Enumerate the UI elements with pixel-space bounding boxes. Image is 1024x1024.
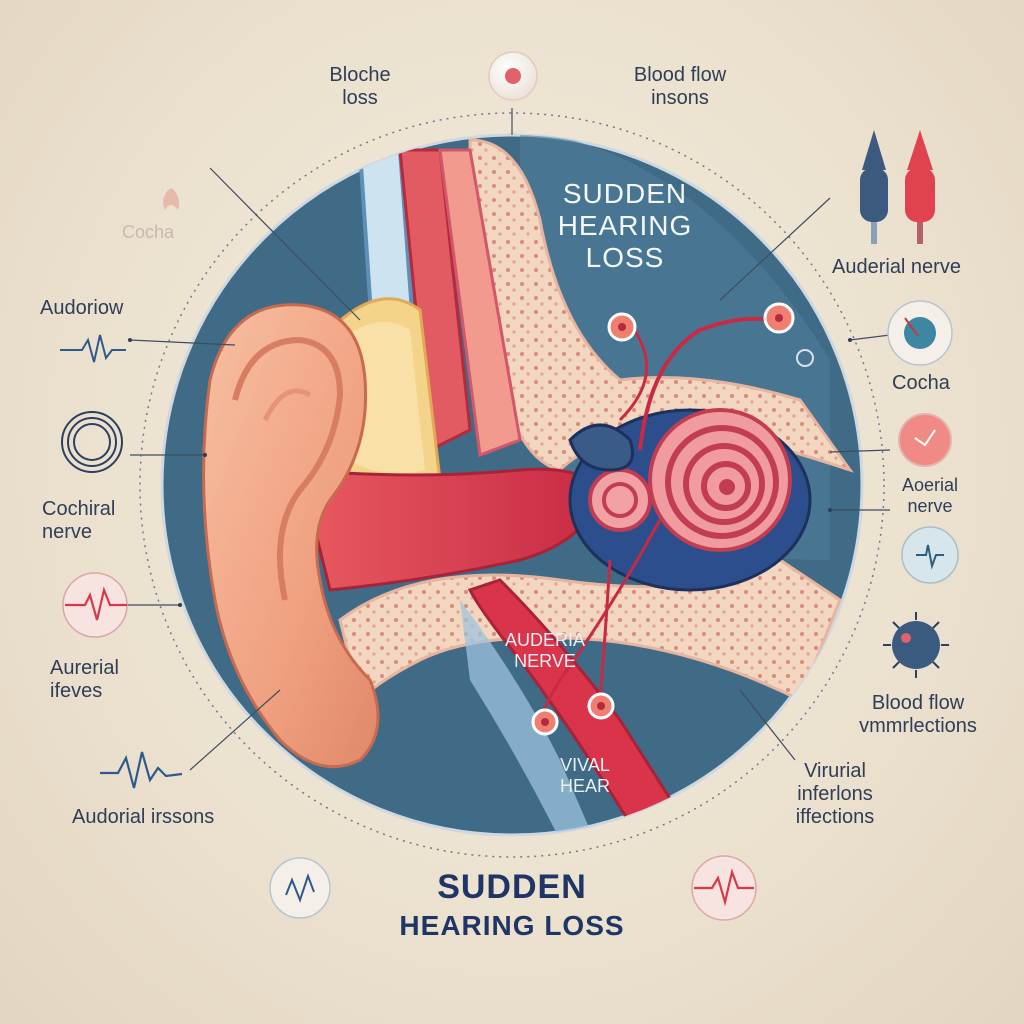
label-top-left: Bloche loss (329, 64, 391, 109)
label-audoriow: Audoriow (40, 297, 124, 319)
label-auderial-nerve-top: Auderial nerve (832, 256, 961, 278)
blood-cell-icon (898, 413, 952, 467)
faint-icon (163, 188, 180, 210)
syringe-icon (860, 130, 935, 244)
label-faint-left: Cocha (122, 222, 175, 242)
coil-icon (61, 411, 123, 473)
inner-title: SUDDEN HEARING LOSS (557, 178, 693, 274)
inner-label-vival-hear: VIVAL HEAR (559, 755, 610, 796)
label-cocha-right: Cocha (892, 372, 950, 394)
nerve-icon (901, 526, 959, 584)
waveform-icon (60, 334, 126, 363)
inner-label-auderia-nerve: AUDERIA NERVE (504, 630, 585, 671)
label-aoerial-nerve: Aoerial nerve (901, 475, 959, 516)
main-title-line2: HEARING LOSS (399, 910, 625, 941)
blood-drop-icon (488, 51, 538, 101)
cochlea-icon (887, 300, 953, 366)
main-title-line1: SUDDEN (437, 868, 587, 906)
label-aurerial-ifeves: Aurerial ifeves (50, 657, 119, 702)
heartbeat-icon (691, 855, 757, 921)
heartbeat-icon (62, 572, 128, 638)
label-top-right: Blood flow insons (633, 64, 727, 109)
label-virurial: Virurial inferlons iffections (795, 760, 875, 828)
leader-lines (125, 108, 891, 771)
temporal-bone-bottom (338, 558, 842, 703)
label-cochial-nerve: Cochiral nerve (42, 498, 116, 543)
waveform-icon (269, 857, 331, 919)
virus-icon (883, 612, 949, 678)
cochlea (568, 408, 812, 592)
waveform-icon (100, 751, 183, 789)
outer-dotted-ring (139, 112, 885, 858)
label-blood-flow-right: Blood flow vmmrlections (859, 692, 977, 737)
label-audorial-irssons: Audorial irssons (72, 806, 215, 828)
